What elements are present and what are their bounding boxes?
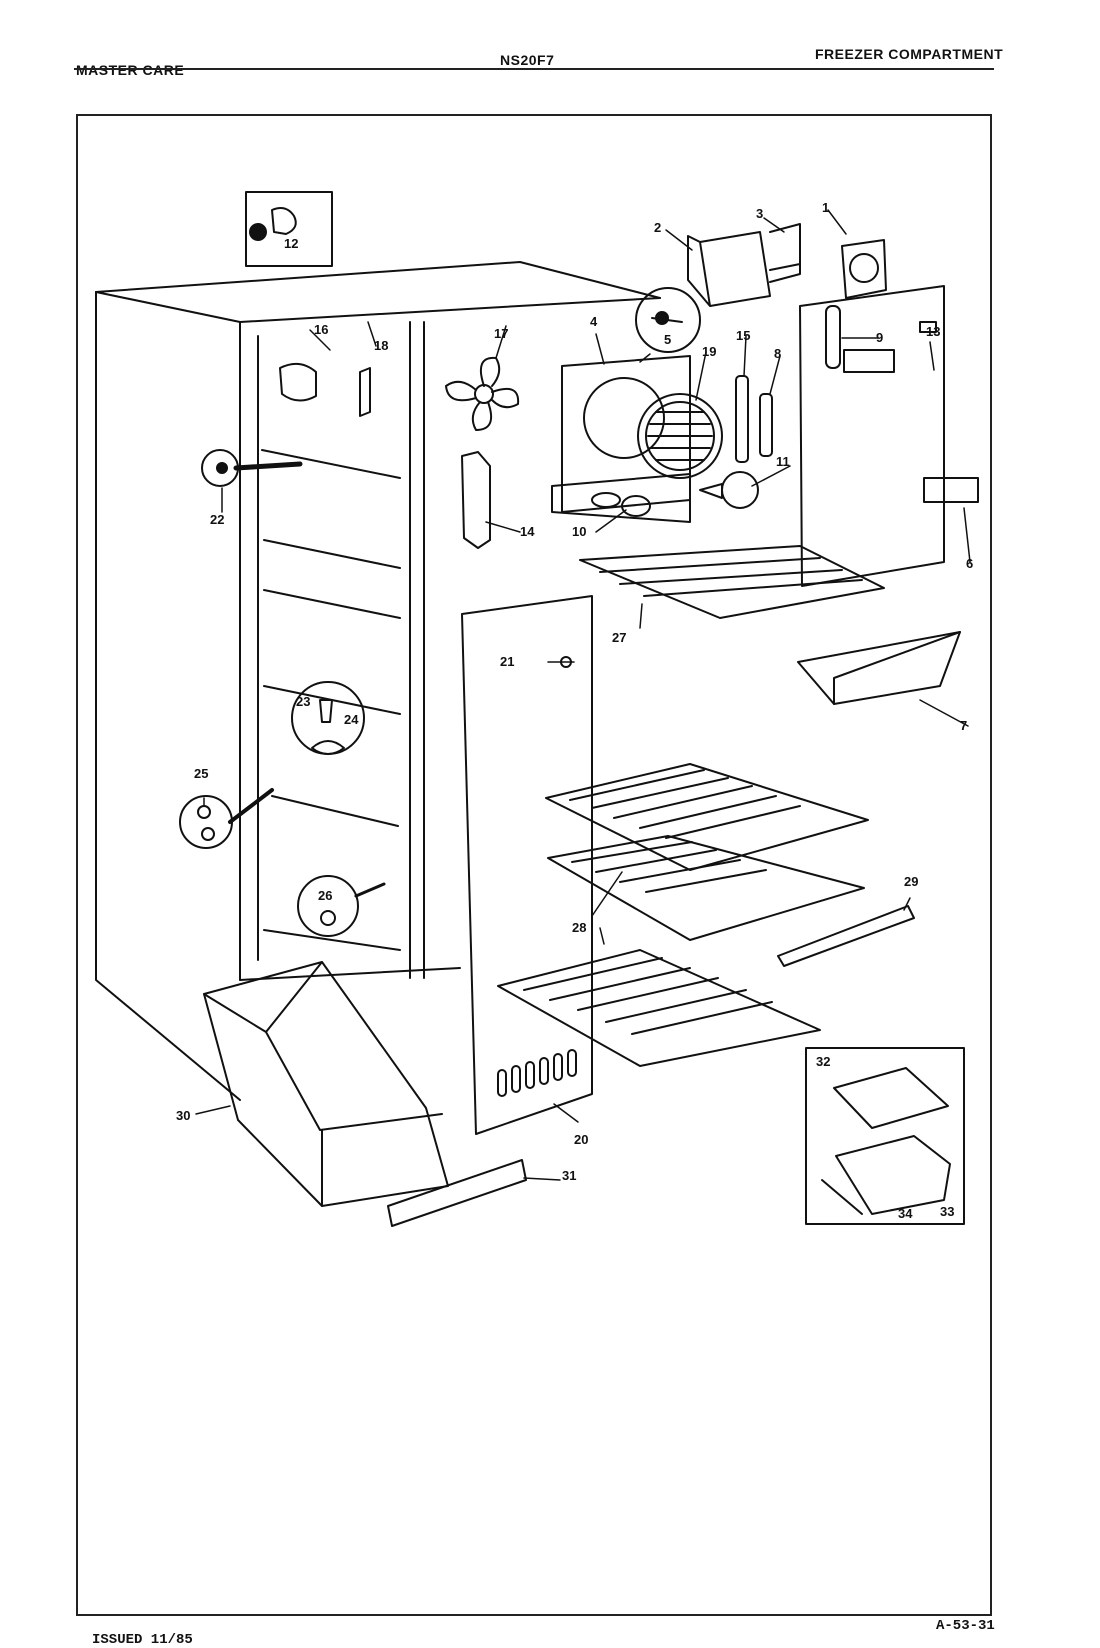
callout-34: 34 xyxy=(898,1206,913,1221)
part-10-bracket xyxy=(551,473,691,523)
part-11-bulb xyxy=(721,471,759,509)
callout-10: 10 xyxy=(572,524,586,539)
part-29-strip xyxy=(777,905,915,967)
part-28-shelf-lower xyxy=(497,949,821,1067)
callout-28: 28 xyxy=(572,920,586,935)
callout-24: 24 xyxy=(344,712,359,727)
part-12-marker-icon xyxy=(249,223,267,241)
page-code: A-53-31 xyxy=(936,1618,995,1634)
callout-17: 17 xyxy=(494,326,508,341)
part-28-shelf-upper xyxy=(545,763,869,871)
part-18-icon xyxy=(359,367,371,417)
callout-3: 3 xyxy=(756,206,763,221)
part-13-slot xyxy=(843,349,895,373)
callout-27: 27 xyxy=(612,630,626,645)
part-26-detail-circle xyxy=(297,875,359,937)
callout-2: 2 xyxy=(654,220,661,235)
callout-22: 22 xyxy=(210,512,224,527)
header-left-label: MASTER CARE xyxy=(76,62,185,78)
callout-20: 20 xyxy=(574,1132,588,1147)
callout-16: 16 xyxy=(314,322,328,337)
callout-8: 8 xyxy=(774,346,781,361)
part-7-bin xyxy=(797,631,961,705)
part-6-label xyxy=(923,477,979,503)
callout-30: 30 xyxy=(176,1108,190,1123)
part-9-icon xyxy=(825,305,841,369)
callout-6: 6 xyxy=(966,556,973,571)
callout-5: 5 xyxy=(664,332,671,347)
part-17-fan-icon xyxy=(445,356,520,431)
callout-1: 1 xyxy=(822,200,829,215)
part-14-icon xyxy=(461,451,491,549)
part-16-icon xyxy=(279,362,317,402)
header-rule xyxy=(74,68,994,70)
exploded-parts-diagram: 12 1 2 3 4 5 6 7 8 9 10 11 13 14 15 16 1… xyxy=(95,191,979,1227)
callout-13: 13 xyxy=(926,324,940,339)
part-2-icon xyxy=(687,231,771,307)
callout-14: 14 xyxy=(520,524,535,539)
part-20-vent-slots xyxy=(497,1049,577,1097)
callout-9: 9 xyxy=(876,330,883,345)
callout-29: 29 xyxy=(904,874,918,889)
parts-32-34-inset-box xyxy=(805,1047,965,1225)
callout-31: 31 xyxy=(562,1168,576,1183)
part-3-icon xyxy=(769,223,801,283)
part-34-front xyxy=(821,1179,863,1215)
part-32-tray xyxy=(833,1067,949,1129)
part-8-icon xyxy=(759,393,773,457)
part-27-shelf xyxy=(579,545,885,619)
part-12-icon xyxy=(271,207,297,235)
part-20-back-panel xyxy=(461,595,593,1135)
callout-4: 4 xyxy=(590,314,598,329)
section-title: FREEZER COMPARTMENT xyxy=(815,46,1004,62)
callout-23: 23 xyxy=(296,694,310,709)
callout-leaders xyxy=(195,209,971,1181)
callout-15: 15 xyxy=(736,328,750,343)
part-13-cover xyxy=(799,285,945,587)
callout-18: 18 xyxy=(374,338,388,353)
cabinet-shell xyxy=(95,261,661,1101)
callout-25: 25 xyxy=(194,766,208,781)
issued-date: ISSUED 11/85 xyxy=(92,1632,193,1648)
part-1-icon xyxy=(841,239,887,299)
part-15-icon xyxy=(735,375,749,463)
part-4-plate xyxy=(561,355,691,513)
callout-33: 33 xyxy=(940,1204,954,1219)
door-shelf-lines xyxy=(261,449,401,951)
part-33-bin xyxy=(835,1135,951,1215)
part-10-socket xyxy=(621,495,651,517)
part-5-detail-circle xyxy=(635,287,701,353)
part-31-strip xyxy=(387,1159,527,1227)
callout-26: 26 xyxy=(318,888,332,903)
callout-21: 21 xyxy=(500,654,514,669)
callout-7: 7 xyxy=(960,718,967,733)
callout-12: 12 xyxy=(284,236,298,251)
model-number: NS20F7 xyxy=(500,52,555,68)
part-12-inset-box xyxy=(245,191,333,267)
callout-11: 11 xyxy=(776,454,790,469)
callout-19: 19 xyxy=(702,344,716,359)
callout-32: 32 xyxy=(816,1054,830,1069)
part-28-shelf-middle xyxy=(547,835,865,941)
part-30-bin xyxy=(203,961,449,1207)
part-19-grille xyxy=(637,393,723,479)
